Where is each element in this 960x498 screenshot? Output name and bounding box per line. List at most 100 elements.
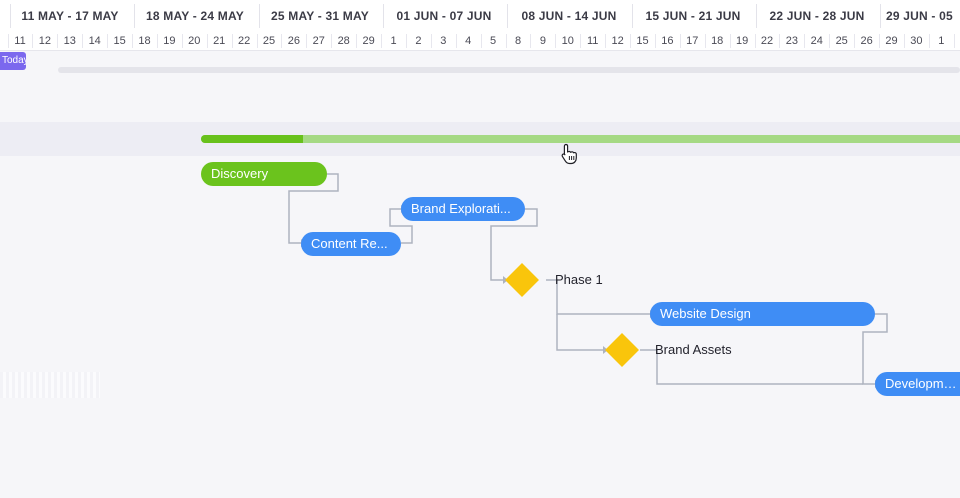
day-separator (480, 34, 482, 48)
row-placeholder (0, 372, 100, 398)
day-label: 2 (415, 35, 422, 47)
day-separator (32, 34, 34, 48)
day-label: 4 (465, 35, 472, 47)
dependency-line (556, 314, 603, 351)
day-separator (231, 34, 233, 48)
day-label: 22 (237, 35, 251, 47)
week-label: 18 MAY - 24 MAY (146, 9, 244, 23)
day-separator (804, 34, 806, 48)
day-label: 1 (390, 35, 397, 47)
day-separator (7, 34, 9, 48)
day-label: 5 (490, 35, 497, 47)
week-label: 25 MAY - 31 MAY (271, 9, 369, 23)
day-separator (455, 34, 457, 48)
day-separator (206, 34, 208, 48)
day-separator (854, 34, 856, 48)
week-separator (259, 4, 260, 28)
today-marker[interactable]: Today (0, 52, 26, 70)
week-boundary (754, 34, 756, 48)
week-label: 11 MAY - 17 MAY (21, 9, 119, 23)
day-separator (953, 34, 955, 48)
day-label: 29 (885, 35, 898, 47)
day-separator (156, 34, 158, 48)
day-separator (530, 34, 532, 48)
day-label: 11 (14, 35, 26, 47)
week-separator (632, 4, 633, 28)
day-label: 23 (785, 35, 799, 47)
day-separator (430, 34, 432, 48)
week-label: 29 JUN - 05 (886, 9, 953, 23)
week-separator (880, 4, 881, 28)
day-label: 10 (561, 35, 574, 47)
day-label: 19 (163, 35, 176, 47)
hand-pointer-icon (561, 143, 577, 165)
task-bar-website-design[interactable]: Website Design (650, 302, 875, 326)
task-bar-discovery[interactable]: Discovery (201, 162, 327, 186)
day-label: 29 (362, 35, 375, 47)
week-separator (383, 4, 384, 28)
task-bar-brand-exploration[interactable]: Brand Explorati... (401, 197, 525, 221)
phase-summary-progress (201, 135, 303, 143)
day-separator (356, 34, 358, 48)
day-separator (729, 34, 731, 48)
day-separator (654, 34, 656, 48)
day-label: 15 (113, 35, 126, 47)
phase-summary-bar[interactable] (201, 135, 960, 143)
day-separator (605, 34, 607, 48)
day-label: 13 (63, 35, 76, 47)
day-separator (57, 34, 59, 48)
day-label: 9 (539, 35, 546, 47)
day-label: 19 (735, 35, 749, 47)
week-boundary (505, 34, 507, 48)
milestone-label-phase-1: Phase 1 (555, 272, 603, 287)
week-label: 01 JUN - 07 JUN (396, 9, 492, 23)
day-label: 24 (810, 35, 823, 47)
day-separator (281, 34, 283, 48)
day-separator (704, 34, 706, 48)
week-label: 15 JUN - 21 JUN (645, 9, 741, 23)
day-separator (679, 34, 681, 48)
day-label: 11 (586, 35, 599, 47)
day-label: 28 (337, 35, 350, 47)
day-label: 12 (611, 35, 624, 47)
day-label: 25 (262, 35, 276, 47)
day-separator (405, 34, 407, 48)
day-label: 18 (138, 35, 151, 47)
day-label: 12 (38, 35, 52, 47)
day-separator (82, 34, 84, 48)
day-label: 14 (88, 35, 101, 47)
week-label: 08 JUN - 14 JUN (521, 9, 617, 23)
day-label: 16 (661, 35, 674, 47)
week-separator (756, 4, 757, 28)
day-separator (306, 34, 308, 48)
day-label: 26 (860, 35, 873, 47)
day-label: 1 (938, 35, 945, 47)
day-label: 17 (686, 35, 699, 47)
day-label: 18 (711, 35, 724, 47)
day-separator (107, 34, 109, 48)
milestone-label-brand-assets: Brand Assets (655, 342, 732, 357)
day-separator (580, 34, 582, 48)
day-label: 25 (835, 35, 848, 47)
day-label: 21 (213, 35, 226, 47)
horizontal-scrollbar[interactable] (58, 67, 960, 73)
milestone-diamond-brand-assets[interactable] (605, 333, 639, 367)
day-separator (928, 34, 930, 48)
milestone-diamond-phase-1[interactable] (505, 263, 539, 297)
day-label: 30 (910, 35, 923, 47)
task-bar-content-research[interactable]: Content Re... (301, 232, 401, 256)
week-boundary (132, 34, 134, 48)
day-label: 8 (514, 35, 522, 47)
day-label: 22 (760, 35, 774, 47)
week-separator (507, 4, 508, 28)
week-separator (134, 4, 135, 28)
day-label: 3 (440, 35, 447, 47)
day-separator (903, 34, 905, 48)
task-bar-development[interactable]: Development (875, 372, 960, 396)
day-separator (779, 34, 781, 48)
week-boundary (630, 34, 632, 48)
day-label: 27 (312, 35, 325, 47)
day-label: 15 (636, 35, 649, 47)
